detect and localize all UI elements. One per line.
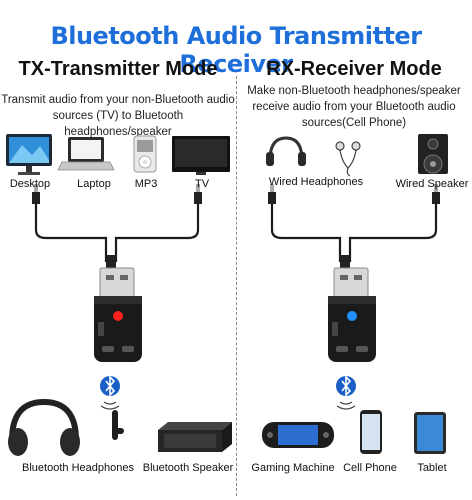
tx-mode-heading: TX-Transmitter Mode <box>18 58 218 80</box>
bluetooth-icon <box>336 375 356 410</box>
source-label-mp3: MP3 <box>134 178 158 190</box>
wired-headphones-icon <box>266 136 306 166</box>
output-label-bluetooth-speaker: Bluetooth Speaker <box>142 462 234 474</box>
earbuds-icon <box>335 141 361 177</box>
tx-status-led <box>113 311 123 321</box>
laptop-icon <box>57 137 115 171</box>
rx-desc-line: Make non-Bluetooth headphones/speaker <box>247 85 461 97</box>
source-label-tablet: Tablet <box>417 462 447 474</box>
desktop-icon <box>6 134 52 175</box>
tx-desc-line: Transmit audio from your non-Bluetooth a… <box>1 94 235 106</box>
audio-plug-icon <box>268 184 440 269</box>
mode-divider <box>236 76 237 496</box>
tx-transmitter-device <box>94 267 142 362</box>
bluetooth-earpiece-icon <box>112 410 124 440</box>
source-label-gaming-machine: Gaming Machine <box>251 462 335 474</box>
bluetooth-speaker-icon <box>158 422 232 452</box>
mp3-player-icon <box>133 135 157 173</box>
bluetooth-icon <box>100 375 120 410</box>
output-label-wired-headphones: Wired Headphones <box>268 176 364 188</box>
tx-desc-line: sources (TV) to Bluetooth headphones/spe… <box>52 110 184 138</box>
source-label-cell-phone: Cell Phone <box>343 462 397 474</box>
source-label-tv: TV <box>194 178 210 190</box>
source-label-desktop: Desktop <box>9 178 51 190</box>
tx-cable <box>34 195 200 262</box>
tv-icon <box>172 136 230 175</box>
bluetooth-headphones-icon <box>8 398 80 456</box>
rx-cable <box>270 195 438 262</box>
tablet-icon <box>414 412 446 454</box>
output-label-bluetooth-headphones: Bluetooth Headphones <box>22 462 134 474</box>
rx-description: Make non-Bluetooth headphones/speaker re… <box>236 83 472 131</box>
output-label-wired-speaker: Wired Speaker <box>395 178 469 190</box>
page-title: Bluetooth Audio Transmitter Receiver <box>50 22 422 78</box>
cell-phone-icon <box>360 410 382 454</box>
tx-description: Transmit audio from your non-Bluetooth a… <box>0 92 236 140</box>
audio-plug-icon <box>32 184 202 269</box>
source-label-laptop: Laptop <box>77 178 111 190</box>
rx-status-led <box>347 311 357 321</box>
wired-speaker-icon <box>418 134 448 174</box>
rx-mode-heading: RX-Receiver Mode <box>266 58 442 80</box>
gaming-machine-icon <box>262 422 334 448</box>
rx-receiver-device <box>328 267 376 362</box>
rx-desc-line: sources(Cell Phone) <box>301 117 407 129</box>
rx-desc-line: receive audio from your Bluetooth audio <box>252 101 456 113</box>
